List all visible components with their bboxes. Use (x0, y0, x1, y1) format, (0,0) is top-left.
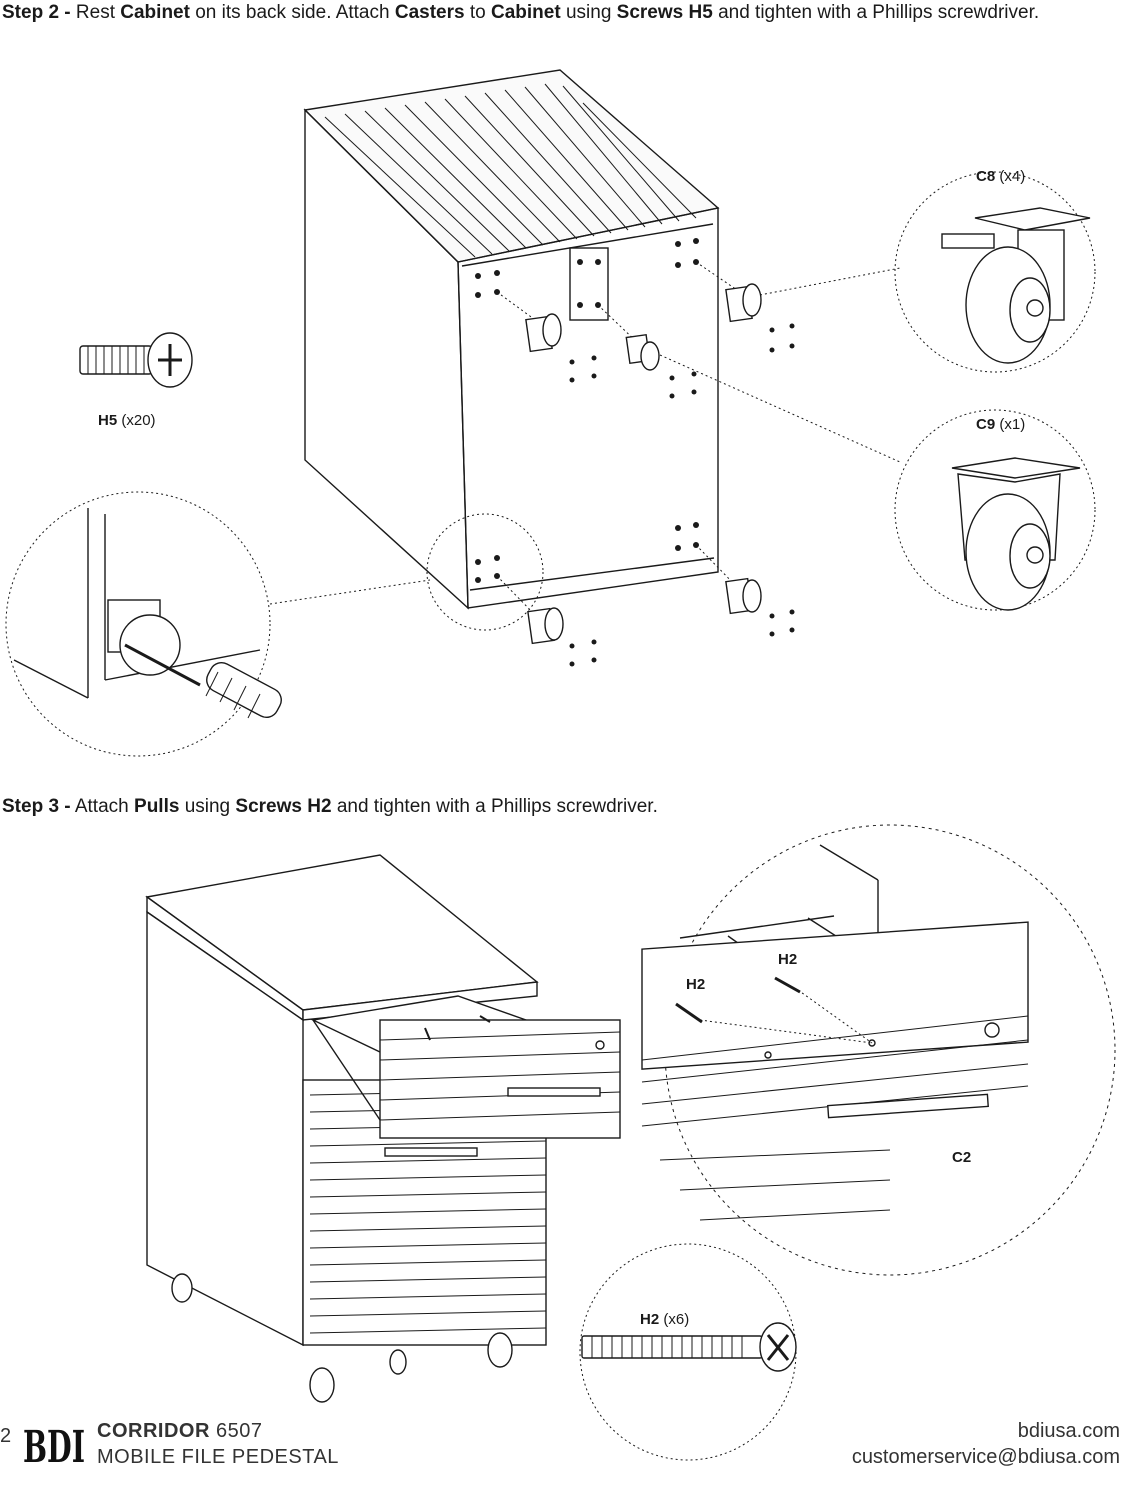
screwdriver-detail (5, 491, 282, 757)
cabinet-on-back-illustration (269, 69, 901, 667)
h2-callout-label-left: H2 (686, 976, 706, 993)
step-3-instruction: Step 3 - Attach Pulls using Screws H2 an… (2, 796, 658, 817)
pull-detail (641, 824, 1116, 1276)
bdi-logo: BDI (22, 1420, 88, 1466)
product-title: CORRIDOR 6507 (97, 1420, 263, 1442)
cabinet-upright-illustration (145, 854, 621, 1403)
step-2-instruction: Step 2 - Rest Cabinet on its back side. … (2, 2, 1040, 23)
h5-screw-label: H5 (x20) (98, 412, 156, 429)
h2-screw-label: H2 (x6) (640, 1311, 690, 1328)
h5-screw-illustration (79, 332, 193, 388)
website-link[interactable]: bdiusa.com (1017, 1420, 1120, 1442)
h2-screw-detail (579, 1243, 797, 1461)
product-subtitle: MOBILE FILE PEDESTAL (97, 1446, 339, 1468)
c8-caster-detail (894, 171, 1096, 373)
h2-callout-label-right: H2 (778, 951, 798, 968)
c9-caster-label: C9 (x1) (976, 416, 1026, 433)
c9-caster-detail (894, 409, 1096, 611)
svg-text:BDI: BDI (23, 1422, 85, 1466)
support-email-link[interactable]: customerservice@bdiusa.com (851, 1446, 1120, 1468)
page-number: 2 (0, 1425, 12, 1447)
c8-caster-label: C8 (x4) (976, 168, 1026, 185)
c2-pull-label: C2 (952, 1149, 972, 1166)
